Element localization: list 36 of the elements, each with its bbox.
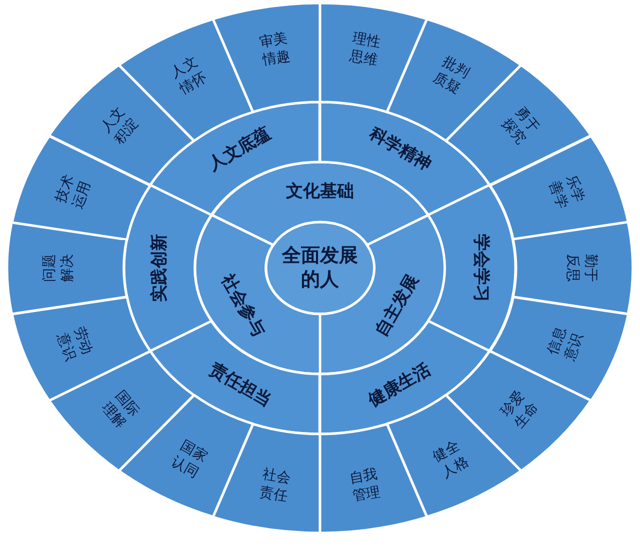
segment-label: 社会责任 (257, 466, 292, 506)
segment-label: 国际理解 (98, 387, 144, 434)
segment-label: 批判质疑 (430, 53, 473, 100)
segment-label: 实践创新 (148, 234, 170, 302)
ring-segment (319, 2, 428, 113)
ring-segment (123, 184, 213, 352)
segment-label: 人文情怀 (167, 53, 210, 100)
segment-label: 健全人格 (428, 436, 472, 483)
segment-label: 勤于反思 (564, 252, 599, 284)
segment-label: 理性思维 (348, 30, 384, 70)
segment-label: 文化基础 (286, 180, 354, 204)
ring-segment (512, 220, 634, 315)
segment-label: 自主发展 (370, 270, 424, 342)
segment-label: 国家认同 (168, 436, 212, 483)
ring-segment (212, 422, 321, 534)
segment-label: 珍爱生命 (496, 387, 542, 434)
segment-label: 劳动意识 (54, 324, 96, 364)
segment-label: 全面发展的人 (280, 244, 359, 292)
segment-label: 健康生活 (364, 358, 436, 413)
ring-segment (319, 422, 428, 534)
segment-label: 责任担当 (204, 358, 276, 413)
segment-label: 问题解决 (41, 252, 76, 284)
segment-label: 乐学善学 (544, 172, 588, 213)
ring-segment (212, 2, 321, 113)
ring-segment (427, 184, 517, 352)
segment-label: 信息意识 (544, 324, 586, 364)
segment-label: 社会参与 (216, 270, 270, 342)
segment-label: 人文积淀 (96, 102, 142, 149)
segment-label: 自我管理 (348, 466, 383, 506)
segment-label: 学会学习 (470, 234, 492, 302)
segment-label: 勇于探究 (498, 102, 544, 149)
ring-segment (6, 220, 128, 315)
segment-label: 审美情趣 (256, 30, 292, 70)
segment-label: 人文底蕴 (204, 122, 275, 178)
segment-label: 技术运用 (52, 172, 96, 213)
segment-label: 科学精神 (365, 122, 436, 178)
